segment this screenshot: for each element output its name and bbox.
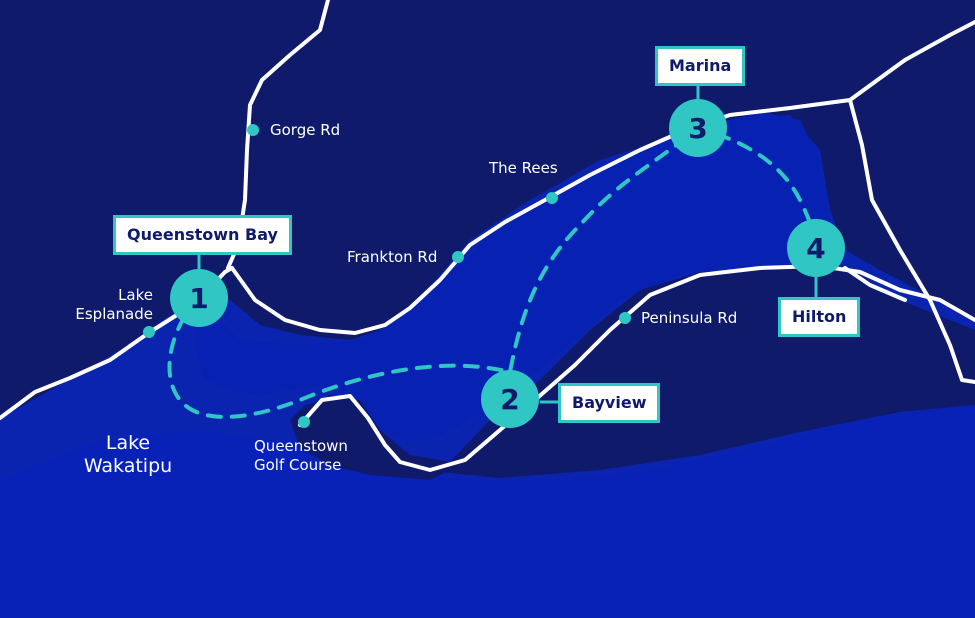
road-hilton-spur xyxy=(843,266,907,302)
road-peninsula-rd xyxy=(298,264,975,472)
label-peninsula-rd: Peninsula Rd xyxy=(641,309,738,327)
peninsula-rd-dot xyxy=(619,312,631,324)
stop-tag-bayview[interactable]: Bayview xyxy=(558,383,661,423)
the-rees-dot xyxy=(546,192,558,204)
stop-marker-2[interactable]: 2 xyxy=(481,370,539,428)
gorge-rd-dot xyxy=(247,124,259,136)
stop-marker-3[interactable]: 3 xyxy=(669,99,727,157)
stop-marker-4[interactable]: 4 xyxy=(787,219,845,277)
stop-tag-marina[interactable]: Marina xyxy=(655,46,746,86)
road-kawarau xyxy=(848,20,975,102)
label-the-rees: The Rees xyxy=(489,159,558,177)
southern-lake xyxy=(0,405,975,618)
ferry-route-line xyxy=(167,125,818,419)
label-lake-esplanade: Lake Esplanade xyxy=(75,286,153,323)
label-golf-course: Queenstown Golf Course xyxy=(254,437,348,474)
frankton-rd-dot xyxy=(452,251,464,263)
stop-marker-1[interactable]: 1 xyxy=(170,269,228,327)
deep-water xyxy=(195,112,840,440)
lake-esplanade-dot xyxy=(143,326,155,338)
label-frankton-rd: Frankton Rd xyxy=(347,248,438,266)
label-gorge-rd: Gorge Rd xyxy=(270,121,341,139)
stop-tag-queenstown-bay[interactable]: Queenstown Bay xyxy=(113,215,292,255)
label-lake-wakatipu: Lake Wakatipu xyxy=(83,432,173,477)
stop-tag-hilton[interactable]: Hilton xyxy=(778,297,861,337)
golf-course-dot xyxy=(298,416,310,428)
road-frankton-east xyxy=(848,98,975,384)
golf-course-land xyxy=(290,398,470,480)
